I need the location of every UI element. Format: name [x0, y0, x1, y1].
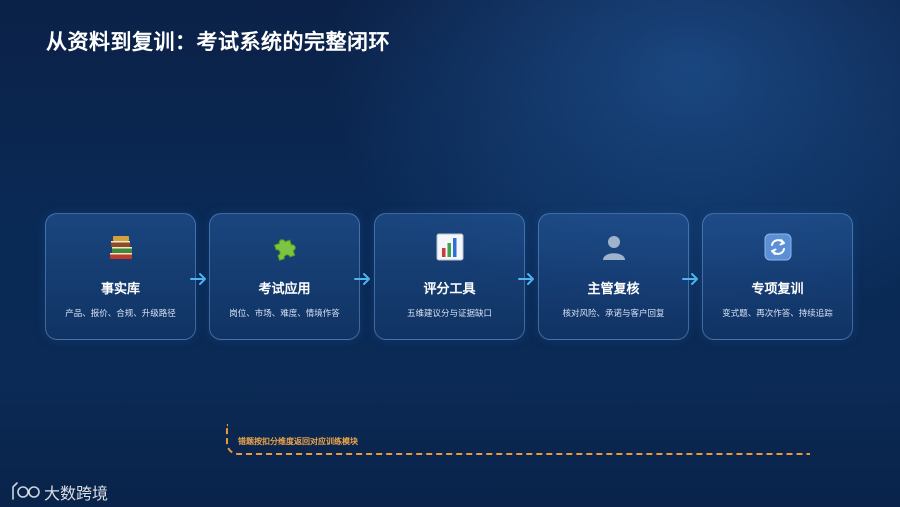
step-description: 岗位、市场、难度、情境作答	[229, 309, 340, 319]
page-title: 从资料到复训：考试系统的完整闭环	[46, 30, 390, 54]
step-card-fact-base: 事实库 产品、报价、合规、升级路径	[45, 213, 196, 340]
bar-chart-icon	[436, 233, 463, 261]
arrow-right-icon	[354, 273, 370, 285]
repeat-icon	[764, 233, 791, 261]
step-name: 评分工具	[423, 282, 476, 297]
step-card-scoring-tool: 评分工具 五维建议分与证据缺口	[374, 213, 525, 340]
books-icon	[109, 236, 132, 259]
feedback-loop-line	[226, 424, 810, 455]
step-description: 五维建议分与证据缺口	[406, 309, 492, 319]
person-icon	[602, 236, 625, 260]
arrow-right-icon	[190, 273, 206, 285]
arrow-right-icon	[682, 273, 698, 285]
step-description: 核对风险、承诺与客户回复	[562, 309, 665, 319]
step-description: 变式题、再次作答、持续追踪	[722, 309, 833, 319]
puzzle-icon	[273, 239, 296, 261]
step-name: 专项复训	[751, 282, 804, 297]
step-card-targeted-retraining: 专项复训 变式题、再次作答、持续追踪	[702, 213, 853, 340]
step-name: 主管复核	[587, 282, 640, 297]
step-description: 产品、报价、合规、升级路径	[65, 309, 176, 319]
step-name: 考试应用	[258, 282, 311, 297]
arrow-right-icon	[518, 273, 534, 285]
step-name: 事实库	[100, 282, 140, 297]
step-card-exam-app: 考试应用 岗位、市场、难度、情境作答	[209, 213, 360, 340]
brand-logo-icon	[12, 482, 40, 500]
brand-name: 大数跨境	[44, 484, 109, 503]
feedback-loop-label: 错题按扣分维度返回对应训练模块	[238, 437, 358, 446]
step-card-supervisor-review: 主管复核 核对风险、承诺与客户回复	[538, 213, 689, 340]
